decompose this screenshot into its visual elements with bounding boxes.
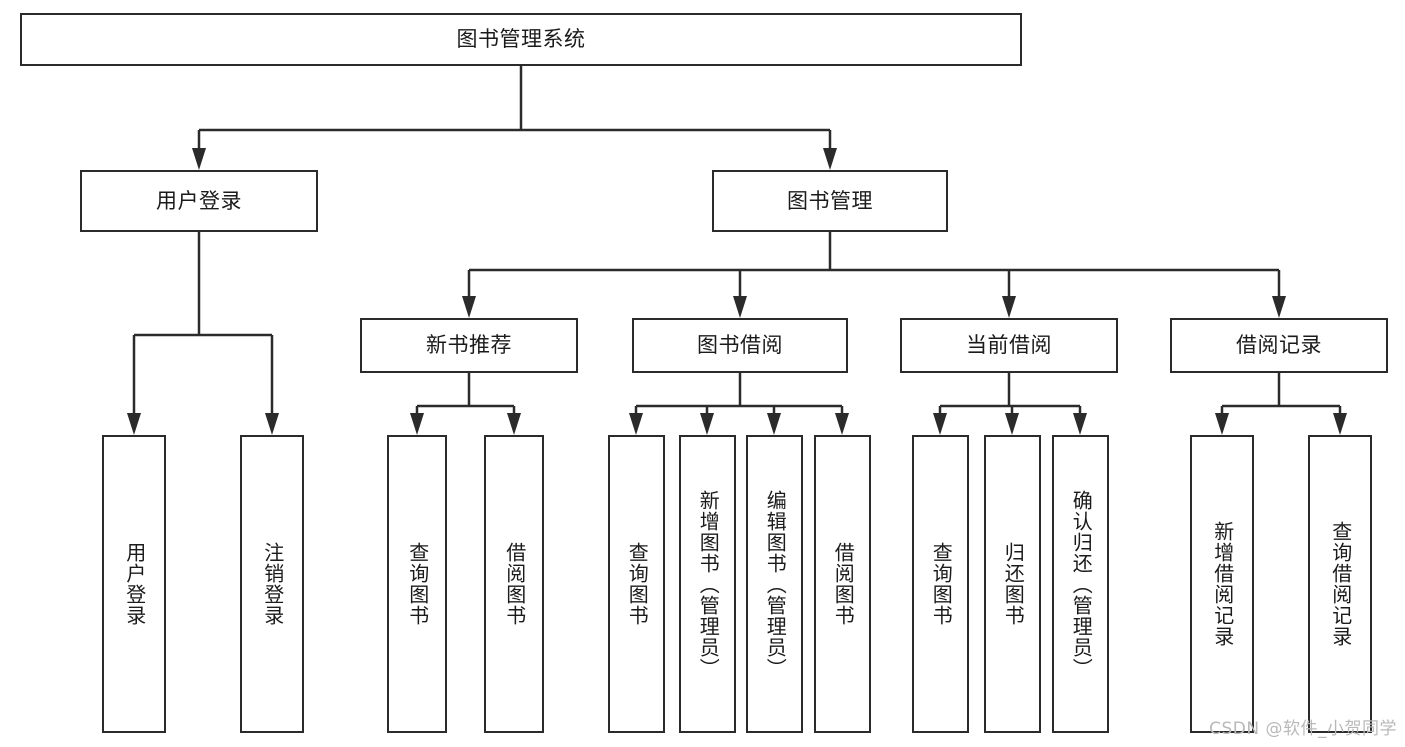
node-new-book-recommend[interactable]: 新书推荐 (360, 318, 578, 373)
node-current-borrow[interactable]: 当前借阅 (900, 318, 1118, 373)
node-leaf-query-borrow-record[interactable]: 查询借阅记录 (1308, 435, 1372, 733)
node-label: 新增图书（管理员） (696, 489, 721, 679)
node-leaf-query-book-borrow[interactable]: 查询图书 (608, 435, 665, 733)
node-borrow-record[interactable]: 借阅记录 (1170, 318, 1388, 373)
node-label: 编辑图书（管理员） (763, 489, 788, 679)
node-label: 确认归还（管理员） (1069, 489, 1094, 679)
node-leaf-confirm-return[interactable]: 确认归还（管理员） (1052, 435, 1109, 733)
node-leaf-user-login[interactable]: 用户登录 (102, 435, 166, 733)
node-leaf-add-book[interactable]: 新增图书（管理员） (679, 435, 736, 733)
node-label: 当前借阅 (966, 333, 1052, 358)
node-label: 归还图书 (1001, 542, 1026, 626)
node-label: 查询图书 (405, 542, 430, 626)
node-label: 查询图书 (929, 542, 954, 626)
node-label: 注销登录 (260, 542, 285, 626)
node-leaf-borrow-book-recommend[interactable]: 借阅图书 (484, 435, 544, 733)
node-label: 新书推荐 (426, 333, 512, 358)
node-label: 图书借阅 (697, 333, 783, 358)
node-leaf-return-book[interactable]: 归还图书 (984, 435, 1041, 733)
node-leaf-query-book-current[interactable]: 查询图书 (912, 435, 969, 733)
node-leaf-add-borrow-record[interactable]: 新增借阅记录 (1190, 435, 1254, 733)
node-label: 查询图书 (625, 542, 650, 626)
node-leaf-edit-book[interactable]: 编辑图书（管理员） (746, 435, 803, 733)
node-leaf-borrow-book[interactable]: 借阅图书 (814, 435, 871, 733)
node-leaf-user-logout[interactable]: 注销登录 (240, 435, 304, 733)
node-label: 图书管理系统 (456, 27, 586, 52)
node-label: 查询借阅记录 (1328, 521, 1353, 647)
node-book-borrow[interactable]: 图书借阅 (632, 318, 848, 373)
node-label: 新增借阅记录 (1210, 521, 1235, 647)
node-label: 用户登录 (122, 542, 147, 626)
node-user-login[interactable]: 用户登录 (80, 170, 318, 232)
node-label: 借阅记录 (1236, 333, 1322, 358)
node-label: 借阅图书 (502, 542, 527, 626)
node-label: 用户登录 (156, 188, 242, 213)
node-label: 借阅图书 (831, 542, 856, 626)
node-root-system[interactable]: 图书管理系统 (20, 13, 1022, 66)
node-label: 图书管理 (787, 188, 873, 213)
watermark-text: CSDN @软件_小贺同学 (1209, 719, 1397, 739)
node-book-manage[interactable]: 图书管理 (712, 170, 948, 232)
node-leaf-query-book-recommend[interactable]: 查询图书 (387, 435, 447, 733)
